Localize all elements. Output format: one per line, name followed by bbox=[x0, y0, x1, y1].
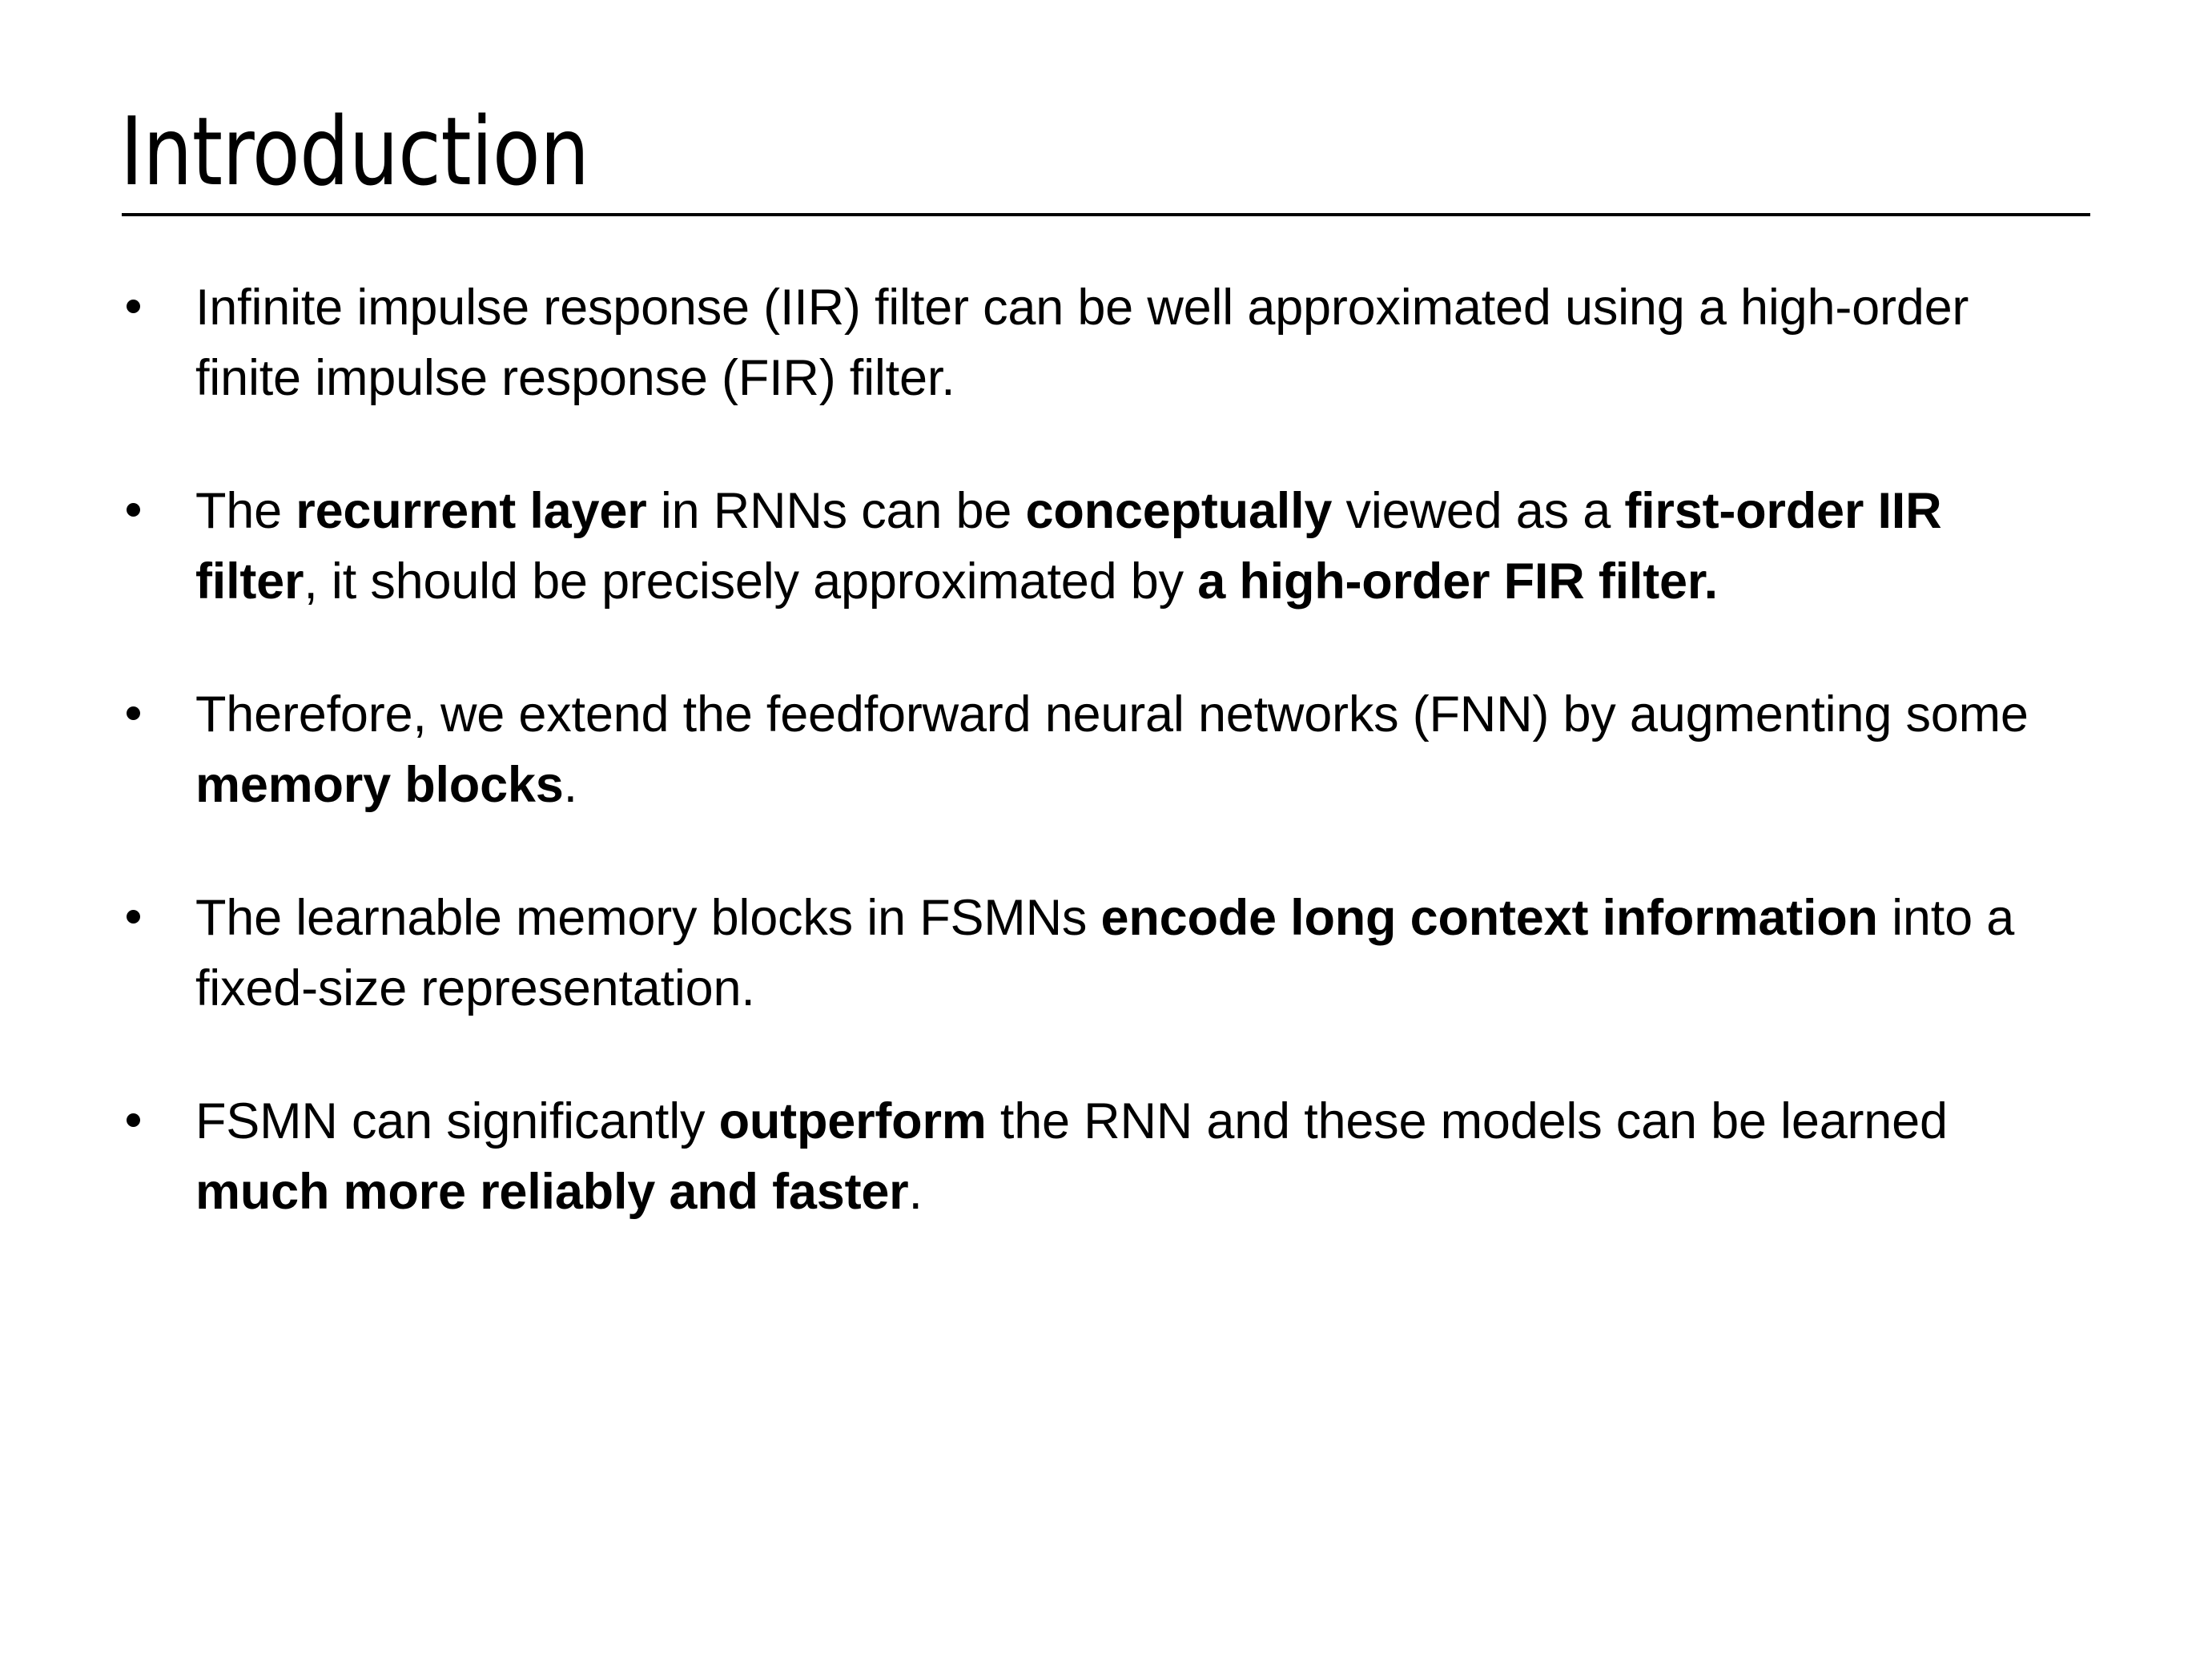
list-item: The recurrent layer in RNNs can be conce… bbox=[122, 476, 2029, 617]
bullet-list: Infinite impulse response (IIR) filter c… bbox=[122, 272, 2108, 1227]
list-item: Infinite impulse response (IIR) filter c… bbox=[122, 272, 2029, 413]
bullet-dot-icon bbox=[127, 503, 140, 517]
list-item: Therefore, we extend the feedforward neu… bbox=[122, 679, 2029, 820]
page-title: Introduction bbox=[120, 96, 589, 207]
bullet-dot-icon bbox=[127, 910, 140, 924]
bullet-dot-icon bbox=[127, 706, 140, 720]
bullet-dot-icon bbox=[127, 300, 140, 313]
list-item: The learnable memory blocks in FSMNs enc… bbox=[122, 883, 2029, 1024]
list-item-text: Therefore, we extend the feedforward neu… bbox=[195, 686, 2029, 813]
bullet-dot-icon bbox=[127, 1113, 140, 1127]
list-item-text: FSMN can significantly outperform the RN… bbox=[195, 1093, 1948, 1220]
list-item-text: The recurrent layer in RNNs can be conce… bbox=[195, 483, 1942, 610]
list-item-text: The learnable memory blocks in FSMNs enc… bbox=[195, 890, 2015, 1016]
list-item: FSMN can significantly outperform the RN… bbox=[122, 1086, 2029, 1227]
title-divider-rule bbox=[122, 213, 2090, 216]
list-item-text: Infinite impulse response (IIR) filter c… bbox=[195, 280, 1969, 406]
